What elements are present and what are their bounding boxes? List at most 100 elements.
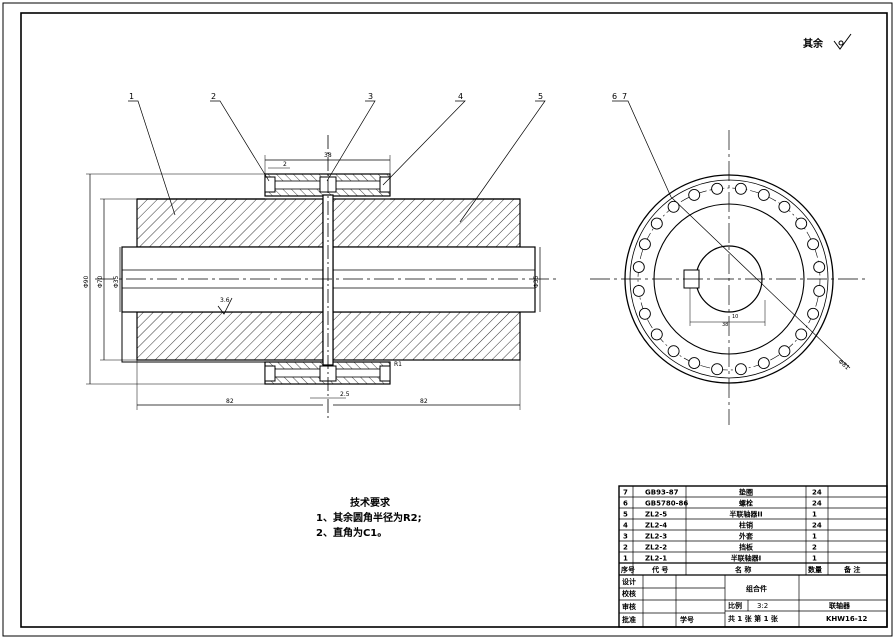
bom-cell-qty: 1 [812, 555, 817, 563]
bom-cell-name: 半联轴器I [731, 554, 762, 563]
bolt-hole [734, 363, 747, 376]
bom-header-no: 序号 [620, 565, 635, 574]
bom-cell-qty: 2 [812, 544, 817, 552]
bolt-hole [638, 307, 651, 320]
bolt-hole [807, 307, 820, 320]
tb-design: 设计 [622, 577, 636, 586]
bom-cell-name: 垫圈 [739, 488, 753, 497]
tech-requirement-1: 1、其余圆角半径为R2; [316, 513, 422, 524]
dim-key-width: 10 [732, 314, 738, 320]
dim-bore-left: Φ35 [113, 275, 120, 288]
bom-cell-code: ZL2-5 [645, 511, 667, 519]
bom-cell-name: 外套 [739, 532, 754, 541]
dim-bolt-circle: Φ81 [837, 358, 851, 371]
leader-lines [128, 100, 672, 223]
dim-gap: 2.5 [340, 391, 350, 398]
bolt-hole [757, 357, 770, 370]
bolt-hole [688, 188, 701, 201]
tech-requirement-2: 2、直角为C1。 [316, 528, 388, 539]
bolt-hole [778, 345, 791, 358]
surface-note: 其余 [803, 37, 824, 50]
bolt-hole [638, 238, 651, 251]
bolt-hole [650, 328, 663, 341]
bom-cell-no: 2 [623, 544, 628, 552]
bom-cell-name: 柱销 [739, 521, 753, 530]
bom-cell-code: ZL2-3 [645, 533, 667, 541]
bolt-hole [778, 200, 791, 213]
bolt-hole [807, 238, 820, 251]
bom-cell-qty: 24 [812, 522, 822, 530]
tb-review: 审核 [622, 602, 636, 611]
bom-cell-no: 1 [623, 555, 628, 563]
bom-cell-code: GB5780-86 [645, 500, 688, 508]
tech-requirements: 技术要求 [350, 494, 390, 509]
leader-6: 6 [612, 92, 617, 101]
bom-cell-name: 螺栓 [739, 499, 753, 508]
tb-scale: 3:2 [757, 602, 768, 610]
bom-cell-code: GB93-87 [645, 489, 679, 497]
bom-cell-code: ZL2-2 [645, 544, 667, 552]
bom-cell-no: 5 [623, 511, 628, 519]
tb-student-no: 学号 [680, 615, 694, 624]
tb-scale-label: 比例 [728, 601, 742, 610]
bolt-hole [711, 363, 724, 376]
bolt-hole [632, 261, 645, 274]
leader-5: 5 [538, 92, 543, 101]
end-view [590, 130, 866, 425]
bolt-hole [667, 345, 680, 358]
bolt-hole [757, 188, 770, 201]
bom-rows: 7 GB93-87 垫圈 24 6 GB5780-86 螺栓 24 5 ZL2-5 半联轴器II 1 4… [619, 488, 887, 564]
bom-header-code: 代 号 [651, 565, 668, 574]
dim-top-small: 2 [283, 161, 287, 168]
dim-len-left: 82 [226, 398, 234, 405]
leader-3: 3 [368, 92, 373, 101]
bolt-hole [632, 284, 645, 297]
bom-cell-no: 7 [623, 489, 628, 497]
dim-bore-right: Φ35 [533, 275, 540, 288]
bom-cell-no: 6 [623, 500, 628, 508]
bom-cell-name: 挡板 [739, 543, 754, 552]
tb-sheet-info: 共 1 张 第 1 张 [728, 614, 779, 623]
bolt-hole [667, 200, 680, 213]
bolt-hole [813, 261, 826, 274]
tech-requirements-list: 1、其余圆角半径为R2; 2、直角为C1。 [316, 511, 422, 541]
roughness-mark [217, 297, 233, 315]
bolt-hole [813, 284, 826, 297]
bolt-hole [688, 357, 701, 370]
bom-cell-no: 3 [623, 533, 628, 541]
leader-2: 2 [211, 92, 216, 101]
dim-roughness: 3.6 [220, 297, 230, 304]
bom-cell-no: 4 [623, 522, 628, 530]
tb-approve: 批准 [622, 615, 636, 624]
bolt-hole [795, 217, 808, 230]
tb-check: 校核 [622, 589, 636, 598]
inner-border [20, 12, 888, 628]
leader-4: 4 [458, 92, 463, 101]
leader-7: 7 [622, 92, 627, 101]
section-view [86, 135, 560, 420]
bom-header-note: 备 注 [843, 565, 860, 574]
tb-name: 联轴器 [829, 601, 851, 610]
bom-cell-code: ZL2-1 [645, 555, 667, 563]
bom-cell-qty: 1 [812, 533, 817, 541]
bom-cell-qty: 1 [812, 511, 817, 519]
tb-drawing-no: KHW16-12 [826, 615, 868, 623]
dim-outer-diameter: Φ90 [83, 275, 90, 288]
bom-cell-qty: 24 [812, 500, 822, 508]
bom-cell-code: ZL2-4 [645, 522, 667, 530]
bom-header-qty: 数量 [808, 565, 822, 574]
bom-header-name: 名 称 [735, 565, 751, 574]
bolt-hole [734, 182, 747, 195]
dim-body-diameter: Φ70 [97, 275, 104, 288]
tb-drawing-type: 组合件 [746, 584, 767, 593]
leader-1: 1 [129, 92, 134, 101]
bolt-hole [650, 217, 663, 230]
dim-top-span: 38 [324, 152, 332, 159]
bolt-hole [795, 328, 808, 341]
bolt-hole [711, 182, 724, 195]
bom-cell-name: 半联轴器II [729, 510, 762, 519]
tech-requirements-title: 技术要求 [350, 498, 390, 509]
roughness-symbol [833, 33, 852, 50]
